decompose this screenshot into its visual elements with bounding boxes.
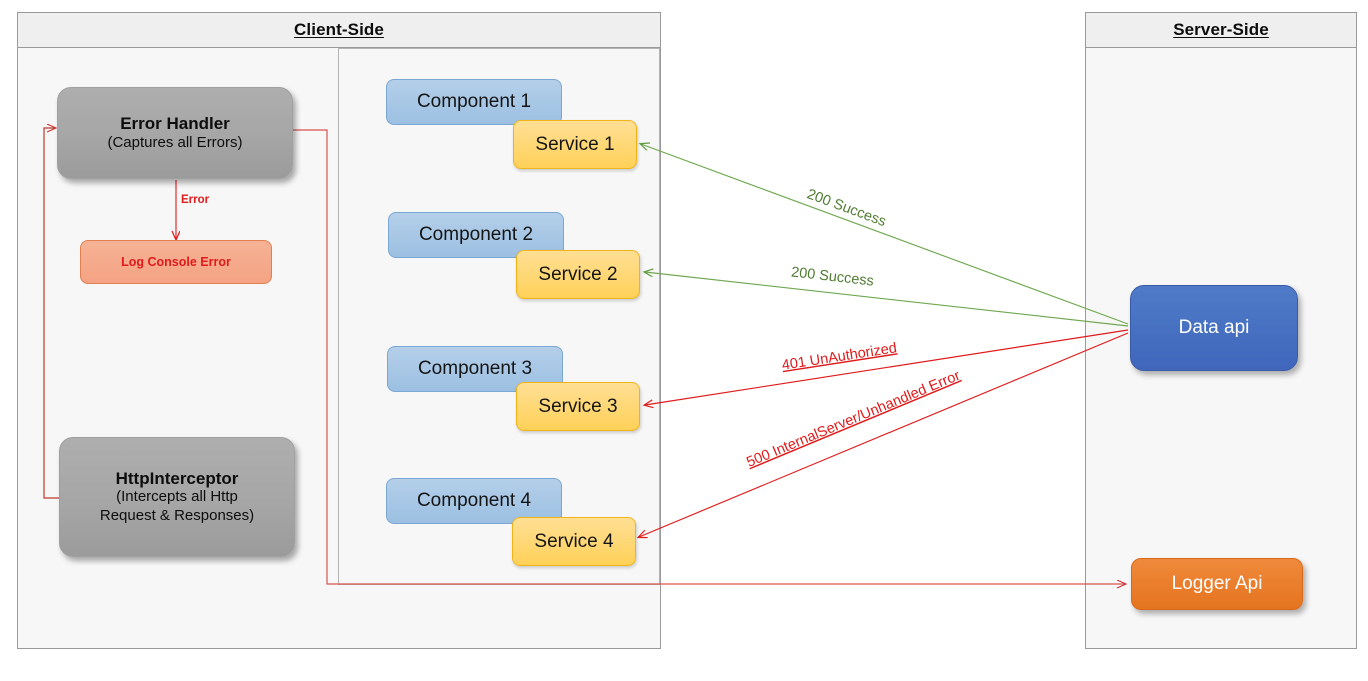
log-console-error-label: Log Console Error [121,255,231,269]
component-1-label: Component 1 [416,91,532,112]
wire-dataapi-to-service4 [639,332,1129,537]
server-side-title: Server-Side [1173,20,1269,39]
wire-label-200-success-1: 200 Success [805,186,888,230]
error-handler-box[interactable]: Error Handler (Captures all Errors) [57,87,293,179]
wire-dataapi-to-service2 [645,272,1129,327]
wire-label-401-unauthorized: 401 UnAuthorized [781,340,898,374]
component-4-label: Component 4 [416,490,532,511]
component-2-label: Component 2 [418,224,534,245]
http-interceptor-box[interactable]: HttpInterceptor (Intercepts all Http Req… [59,437,295,557]
wire-dataapi-to-service1 [641,144,1129,325]
service-2-label: Service 2 [538,263,618,285]
http-interceptor-title: HttpInterceptor [115,468,239,488]
service-3-label: Service 3 [538,395,618,417]
component-1-box[interactable]: Component 1 [386,79,562,125]
wire-label-500-internalserver: 500 InternalServer/Unhandled Error [744,368,962,471]
error-arrow-label: Error [181,194,210,206]
log-console-error-box[interactable]: Log Console Error [80,240,272,284]
service-1-label: Service 1 [535,133,615,155]
client-side-title: Client-Side [294,20,384,39]
data-api-box[interactable]: Data api [1130,285,1298,371]
wire-dataapi-to-service3 [645,329,1129,405]
logger-api-label: Logger Api [1171,573,1263,594]
logger-api-box[interactable]: Logger Api [1131,558,1303,610]
wire-label-200-success-2: 200 Success [790,264,874,289]
error-handler-title: Error Handler [120,114,230,134]
component-4-box[interactable]: Component 4 [386,478,562,524]
service-3-box[interactable]: Service 3 [516,382,640,431]
http-interceptor-subtitle-line2: Request & Responses) [99,506,255,524]
error-handler-subtitle: (Captures all Errors) [107,133,243,151]
http-interceptor-subtitle-line1: (Intercepts all Http [116,488,238,506]
client-side-panel-header: Client-Side [17,12,661,48]
server-side-panel-header: Server-Side [1085,12,1357,48]
data-api-label: Data api [1178,317,1250,338]
service-2-box[interactable]: Service 2 [516,250,640,299]
service-4-box[interactable]: Service 4 [512,517,636,566]
component-3-label: Component 3 [417,358,533,379]
service-4-label: Service 4 [534,530,614,552]
service-1-box[interactable]: Service 1 [513,120,637,169]
